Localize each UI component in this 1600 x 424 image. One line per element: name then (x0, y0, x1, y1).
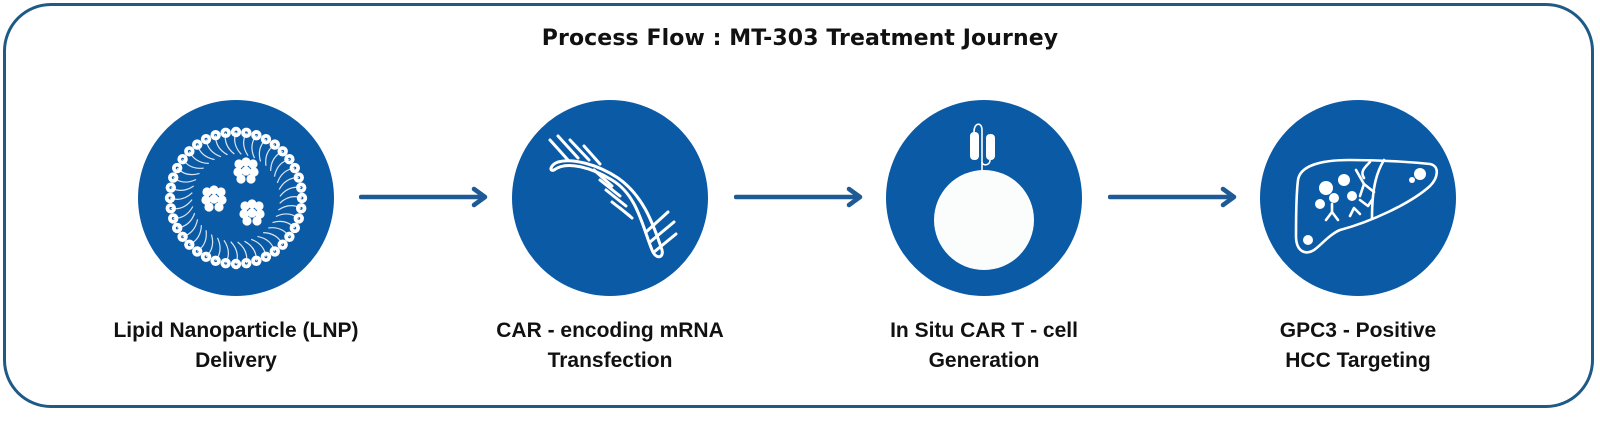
step-circle (886, 100, 1082, 296)
step-label-line2: Generation (928, 349, 1040, 372)
step-circle (138, 100, 334, 296)
step-circle (512, 100, 708, 296)
step-car-t-generation: In Situ CAR T - cell Generation (854, 100, 1114, 376)
step-label: GPC3 - Positive HCC Targeting (1228, 316, 1488, 376)
flow-arrow-2 (733, 186, 866, 208)
liver-tumor-icon (1294, 158, 1439, 254)
arrow-right-icon (733, 186, 863, 208)
arrow-right-icon (358, 186, 488, 208)
car-t-cell-icon (934, 123, 1034, 270)
step-label-line2: Delivery (195, 349, 277, 372)
step-label: In Situ CAR T - cell Generation (854, 316, 1114, 376)
step-label: CAR - encoding mRNA Transfection (480, 316, 740, 376)
flow-arrow-3 (1107, 186, 1240, 208)
step-lnp-delivery: Lipid Nanoparticle (LNP) Delivery (106, 100, 366, 376)
flow-arrow-1 (358, 186, 491, 208)
diagram-title: Process Flow : MT-303 Treatment Journey (541, 26, 1059, 51)
mrna-strand-icon (548, 134, 678, 259)
step-label-line2: Transfection (547, 349, 673, 372)
diagram-frame (3, 3, 1594, 408)
lipid-nanoparticle-icon (164, 126, 308, 270)
arrow-right-icon (1107, 186, 1237, 208)
step-circle (1260, 100, 1456, 296)
step-label-line1: In Situ CAR T - cell (890, 319, 1078, 342)
step-label-line2: HCC Targeting (1285, 349, 1431, 372)
step-label: Lipid Nanoparticle (LNP) Delivery (106, 316, 366, 376)
step-label-line1: CAR - encoding mRNA (496, 319, 724, 342)
step-mrna-transfection: CAR - encoding mRNA Transfection (480, 100, 740, 376)
step-label-line1: GPC3 - Positive (1279, 319, 1437, 342)
step-hcc-targeting: GPC3 - Positive HCC Targeting (1228, 100, 1488, 376)
step-label-line1: Lipid Nanoparticle (LNP) (113, 319, 359, 342)
